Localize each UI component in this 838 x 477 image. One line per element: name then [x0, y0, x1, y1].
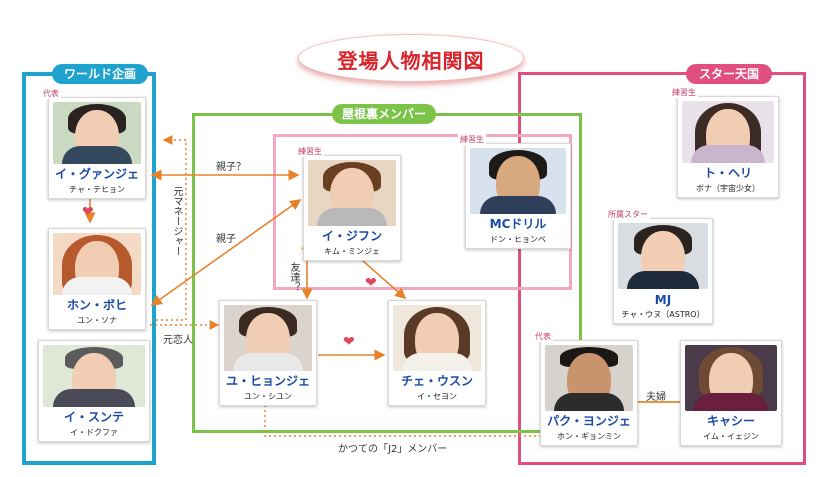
line-j2 [264, 400, 576, 437]
actor-bohee: ユン・ソナ [77, 316, 117, 325]
photo-uson [393, 305, 481, 371]
actor-yonje: ホン・ギョンミン [557, 432, 621, 441]
rel-tomodachi-q: 友達？ [288, 262, 299, 292]
card-mj: 所属スター MJ チャ・ウヌ（ASTRO） [606, 209, 713, 324]
name-mcdrill: MCドリル [489, 217, 547, 231]
tag-jifun: 練習生 [296, 146, 324, 157]
actor-sunte: イ・ドクファ [70, 428, 118, 437]
card-sunte: イ・スンテ イ・ドクファ [38, 340, 150, 442]
photo-yonje [545, 345, 633, 411]
diagram-title: 登場人物相関図 [337, 49, 485, 73]
card-toheri: 練習生 ト・ヘリ ボナ（宇宙少女） [670, 87, 779, 198]
tag-yonje: 代表 [533, 331, 553, 342]
name-toheri: ト・ヘリ [703, 166, 752, 180]
photo-bohee [53, 233, 141, 295]
actor-jifun: キム・ミンジェ [324, 247, 380, 256]
rel-fuufu: 夫婦 [646, 392, 666, 403]
heart-icon: ❤ [343, 334, 355, 350]
card-hyonje: ユ・ヒョンジェ ユン・シユン [219, 300, 317, 406]
heart-icon: ❤ [365, 275, 377, 291]
photo-mj [618, 223, 708, 289]
name-uson: チェ・ウスン [400, 374, 473, 388]
actor-mcdrill: ドン・ヒョンベ [490, 235, 546, 244]
group-label-world: ワールド企画 [52, 64, 148, 84]
group-label-yane: 屋根裏メンバー [332, 104, 436, 124]
rel-oyako: 親子 [216, 234, 236, 245]
name-cassie: キャシー [706, 414, 755, 428]
title-badge: 登場人物相関図 [298, 34, 524, 82]
actor-toheri: ボナ（宇宙少女） [696, 184, 760, 193]
photo-sunte [43, 345, 145, 407]
group-label-star: スター天国 [686, 64, 772, 84]
card-jifun: 練習生 イ・ジフン キム・ミンジェ [296, 146, 401, 261]
tag-mcdrill: 練習生 [458, 134, 486, 145]
photo-mcdrill [470, 148, 566, 214]
photo-toheri [682, 101, 774, 163]
card-kwangje: 代表 イ・グァンジェ チャ・テヒョン [41, 88, 146, 199]
card-yonje: 代表 パク・ヨンジェ ホン・ギョンミン [533, 331, 638, 446]
line-oyako [150, 199, 302, 306]
actor-hyonje: ユン・シユン [244, 392, 292, 401]
photo-hyonje [224, 305, 312, 371]
name-kwangje: イ・グァンジェ [54, 167, 139, 181]
actor-mj: チャ・ウヌ（ASTRO） [621, 310, 705, 319]
rel-oyako-q: 親子？ [216, 162, 246, 173]
name-jifun: イ・ジフン [321, 229, 383, 243]
tag-toheri: 練習生 [670, 87, 698, 98]
name-mj: MJ [654, 293, 672, 307]
rel-moto-koibito: 元恋人 [163, 335, 193, 346]
actor-kwangje: チャ・テヒョン [69, 185, 125, 194]
photo-jifun [308, 160, 396, 226]
heart-icon: ❤ [82, 204, 94, 220]
card-bohee: ホン・ボヒ ユン・ソナ [48, 228, 146, 330]
tag-kwangje: 代表 [41, 88, 61, 99]
actor-cassie: イム・イェジン [703, 432, 759, 441]
rel-j2: かつての「J2」メンバー [338, 444, 448, 455]
name-yonje: パク・ヨンジェ [547, 414, 631, 428]
actor-uson: イ・セヨン [417, 392, 457, 401]
name-sunte: イ・スンテ [63, 410, 124, 424]
rel-moto-manager: 元マネージャー [171, 186, 182, 256]
card-cassie: キャシー イム・イェジン [680, 340, 782, 446]
photo-cassie [685, 345, 777, 411]
card-uson: チェ・ウスン イ・セヨン [388, 300, 486, 406]
name-bohee: ホン・ボヒ [66, 298, 127, 312]
name-hyonje: ユ・ヒョンジェ [225, 374, 310, 388]
photo-kwangje [53, 102, 141, 164]
card-mcdrill: 練習生 MCドリル ドン・ヒョンベ [458, 134, 571, 249]
group-star-frame [518, 72, 806, 465]
tag-mj: 所属スター [606, 209, 650, 220]
line-moto-manager [152, 135, 187, 321]
